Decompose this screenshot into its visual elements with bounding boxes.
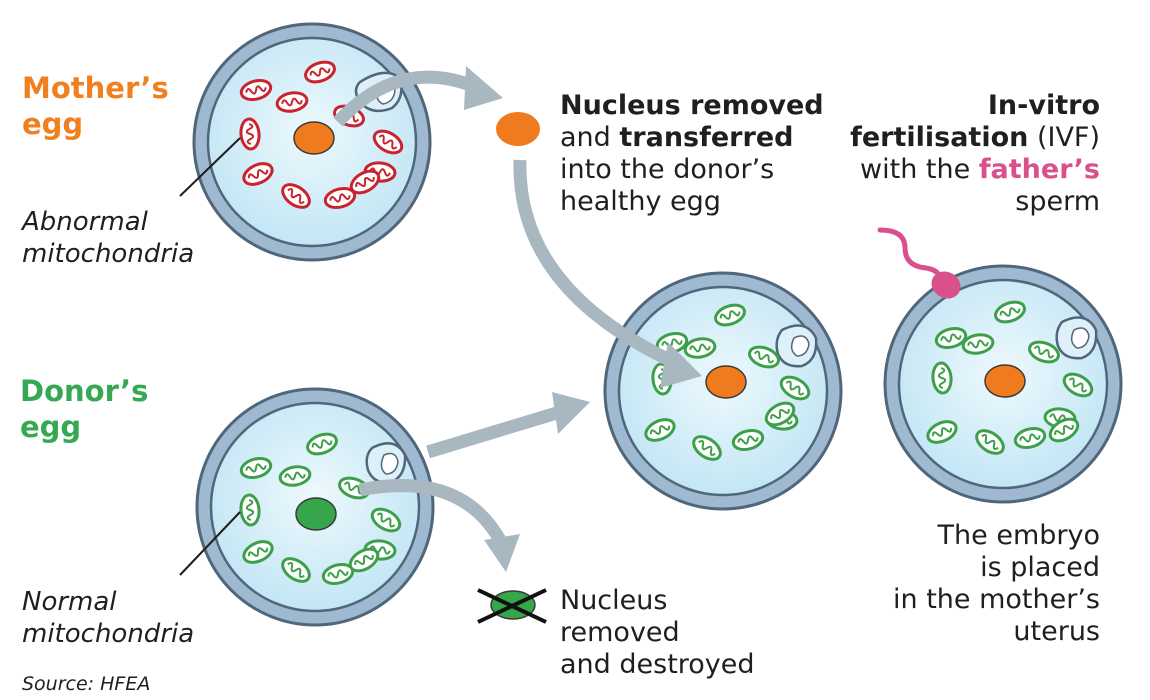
ivf-plain-3: with the [860, 154, 979, 185]
normal-pointer-line [179, 511, 241, 576]
normal-mitochondria-group-combined [644, 303, 811, 461]
mitochondrion [306, 432, 338, 456]
mitochondrion [242, 162, 274, 186]
mitochondrion [692, 435, 722, 461]
mitochondrion [764, 401, 796, 427]
transfer-line-4: healthy egg [560, 186, 721, 217]
mitochondrion [304, 60, 336, 84]
ivf-father: father’s [978, 154, 1100, 185]
mitochondrion [1013, 426, 1047, 450]
ivf-step-text: In-vitro fertilisation (IVF) with the fa… [810, 90, 1100, 218]
mitochondrion [926, 420, 958, 444]
mitochondrion [731, 428, 765, 452]
donor-egg-label: Donor’s egg [20, 373, 148, 445]
embryo-nucleus [984, 364, 1026, 398]
mitochondrion [278, 465, 312, 487]
mitochondrion [349, 169, 381, 195]
arrow-icon [484, 534, 520, 572]
embryo-line-3: in the mother’s [893, 584, 1100, 615]
mitochondrion [281, 557, 311, 583]
destroyed-line-1: Nucleus [560, 585, 668, 616]
embryo-line-1: The embryo [937, 520, 1100, 551]
mitochondrion [1062, 372, 1094, 398]
mitochondrion [1048, 417, 1080, 443]
arrow-icon [552, 392, 590, 434]
ivf-bold-1: In-vitro [987, 90, 1100, 121]
abnormal-pointer-line [179, 137, 241, 197]
mitochondrion [961, 333, 995, 355]
mitochondrion [323, 186, 357, 210]
normal-mito-label: Normal mitochondria [22, 586, 194, 650]
mitochondrion [242, 540, 274, 564]
mitochondrion [321, 562, 355, 586]
destroyed-line-2: removed [560, 617, 680, 648]
destroyed-step-text: Nucleus removed and destroyed [560, 585, 755, 681]
mitochondrion [975, 429, 1005, 455]
mitochondrion [1028, 340, 1060, 364]
mitochondrion [370, 507, 402, 533]
mother-egg-label-line1: Mother’s [22, 71, 169, 105]
mitochondrion [748, 345, 780, 369]
mitochondrion [644, 418, 676, 442]
mitochondrion [239, 456, 273, 480]
ivf-line-4: sperm [1015, 186, 1100, 217]
embryo-step-text: The embryo is placed in the mother’s ute… [810, 520, 1100, 648]
mitochondrion [372, 129, 404, 155]
mitochondrion [275, 91, 309, 113]
cross-icon [477, 588, 547, 624]
mitochondrion [281, 183, 311, 209]
transfer-plain-1: and [560, 122, 620, 153]
normal-mito-line1: Normal [22, 587, 117, 617]
mother-nucleus-outline [293, 121, 335, 155]
source-note: Source: HFEA [22, 673, 151, 695]
transfer-bold-2: transferred [619, 122, 794, 153]
donor-egg-label-line1: Donor’s [20, 374, 149, 408]
donor-egg-label-line2: egg [20, 410, 82, 444]
abnormal-mito-line2: mitochondria [22, 239, 195, 269]
mitochondrion [348, 547, 380, 573]
mitochondrion [239, 78, 273, 102]
normal-mito-line2: mitochondria [22, 619, 195, 649]
mitochondrion [239, 493, 261, 527]
mother-egg-label-line2: egg [22, 107, 84, 141]
arrow-heads [464, 66, 702, 572]
transfer-bold-1: Nucleus removed [560, 90, 824, 121]
arrow-icon [333, 70, 683, 544]
ivf-bold-2: fertilisation [850, 122, 1029, 153]
normal-mitochondria-group-embryo [926, 300, 1094, 455]
mitochondrion [931, 361, 953, 395]
ivf-plain-2: (IVF) [1028, 122, 1100, 153]
mother-nucleus [293, 121, 335, 155]
embryo-line-4: uterus [1013, 616, 1100, 647]
arrow-icon [464, 66, 503, 110]
mitochondrion [714, 303, 746, 327]
destroyed-line-3: and destroyed [560, 649, 755, 680]
abnormal-mito-label: Abnormal mitochondria [22, 206, 194, 270]
mother-egg-label: Mother’s egg [22, 70, 169, 142]
mitochondrion [779, 375, 811, 401]
arrow-icon [660, 342, 702, 388]
mitochondrion [934, 326, 968, 350]
abnormal-mito-line1: Abnormal [22, 207, 148, 237]
transfer-line-3: into the donor’s [560, 154, 775, 185]
sperm-icon [877, 227, 961, 299]
transferred-nucleus [705, 365, 747, 399]
removed-nucleus [496, 112, 540, 146]
transfer-step-text: Nucleus removed and transferred into the… [560, 90, 824, 218]
mitochondrion [994, 300, 1026, 324]
mitochondrion [683, 337, 717, 359]
mitochondrion [239, 117, 261, 151]
embryo-line-2: is placed [980, 552, 1100, 583]
normal-mitochondria-group-donor [239, 432, 402, 586]
donor-nucleus [295, 497, 337, 531]
